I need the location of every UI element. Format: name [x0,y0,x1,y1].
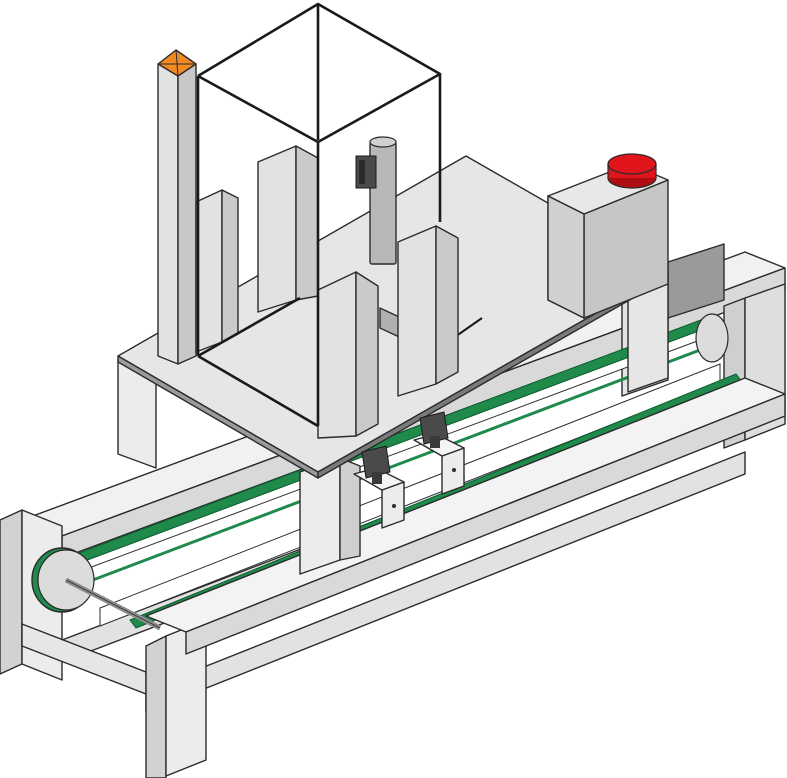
left-leg-back-face [0,509,23,675]
plate-leg-front-face [339,457,361,561]
post-front-right-side [435,225,459,385]
pulley-right [695,313,729,363]
sensor-right [419,411,449,445]
post-back-mid-side [295,145,319,301]
tower-side [177,63,197,365]
cylinder-cap [369,136,397,148]
enclosure-bottom [197,354,319,428]
tower-front [157,63,179,365]
guard-enclosure [196,2,442,428]
mounting-bracket [353,411,465,529]
emergency-stop-button [607,153,657,189]
sensor-left [361,445,391,479]
post-back-left-front [195,189,223,353]
post-back-left-side [221,189,239,343]
signal-tower [157,49,197,365]
post-back-mid-front [257,145,297,313]
upright-posts [195,145,319,353]
pulley-assembly [31,313,729,631]
front-rail-face [185,393,786,655]
control-box [547,163,669,319]
left-leg-front-face [145,635,167,778]
upright-posts-front [317,225,459,439]
control-box-face [547,195,585,319]
post-front-right-front [397,225,437,397]
post-front-left-front [317,271,357,439]
post-front-left-side [355,271,379,437]
